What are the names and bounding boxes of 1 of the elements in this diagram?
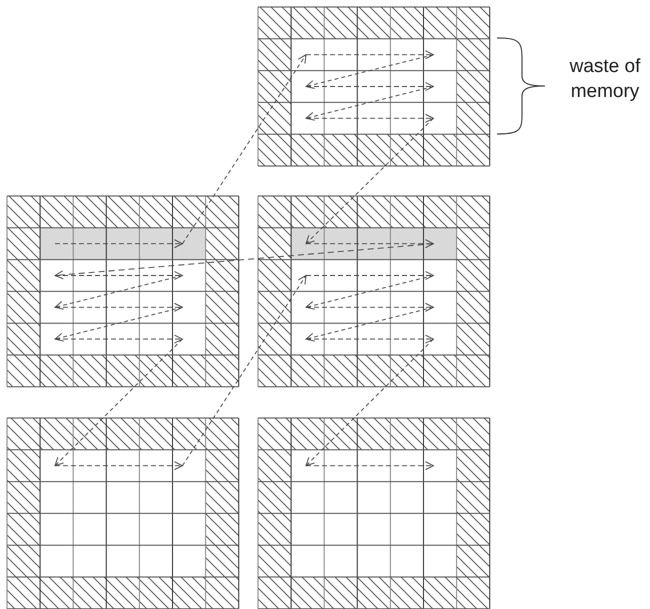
annotation-text: waste of memory (568, 55, 642, 104)
